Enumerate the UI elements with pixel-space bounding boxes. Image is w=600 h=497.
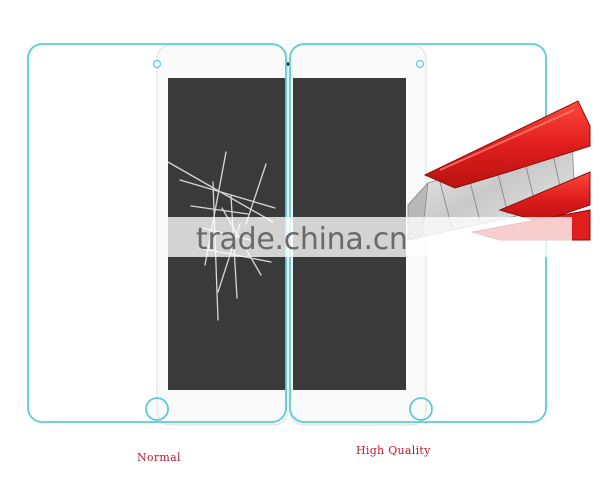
camera-left-icon: [152, 59, 162, 69]
home-button-right-icon: [409, 397, 433, 421]
camera-right-icon: [415, 59, 425, 69]
watermark-text: trade.china.cn: [196, 222, 408, 257]
caption-normal: Normal: [137, 451, 181, 464]
home-button-left-icon: [145, 397, 169, 421]
caption-high-quality: High Quality: [356, 444, 431, 457]
watermark-band: [168, 217, 572, 257]
